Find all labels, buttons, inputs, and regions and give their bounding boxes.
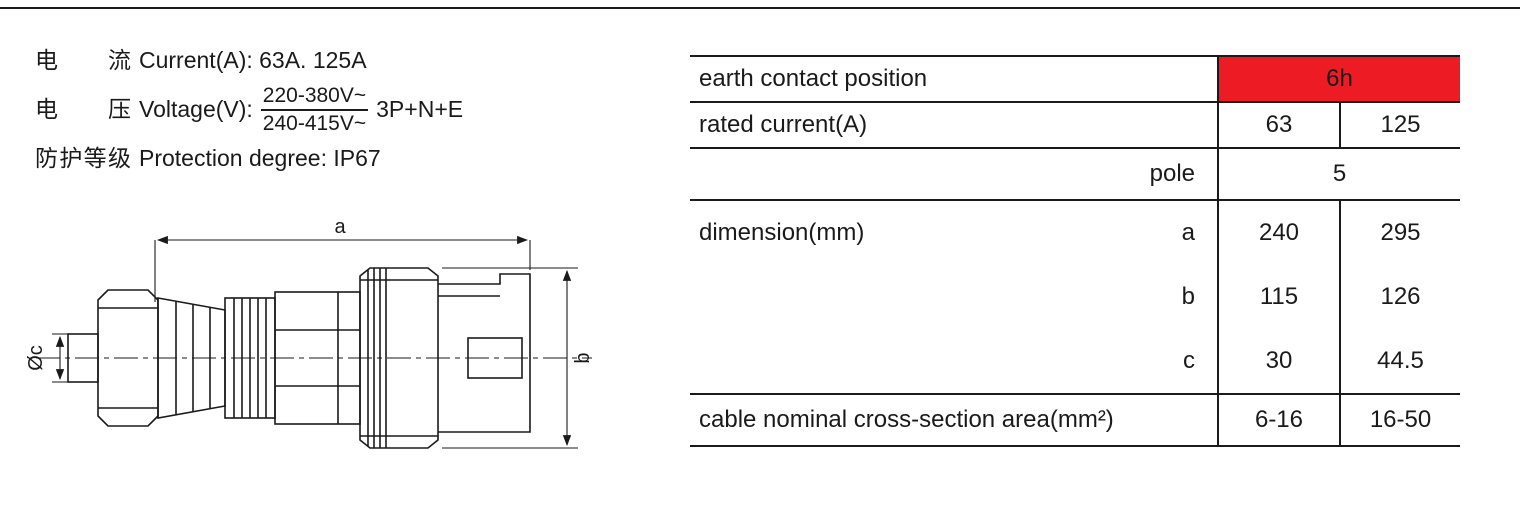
spec-protection: 防护等级 Protection degree: IP67	[35, 144, 463, 174]
row-pole: pole 5	[690, 147, 1461, 200]
spec-list: 电流 Current(A): 63A. 125A 电压 Voltage(V): …	[35, 46, 463, 181]
spec-current-text: Current(A): 63A. 125A	[139, 47, 367, 73]
cable-section-63: 6-16	[1218, 393, 1341, 447]
dim-b-63: 115	[1218, 265, 1341, 329]
spec-voltage-label: Voltage(V):	[139, 96, 253, 123]
dimension-sub-b: b	[1181, 283, 1195, 310]
pole-label: pole	[690, 147, 1219, 200]
dim-a-125: 295	[1340, 199, 1461, 265]
pole-value: 5	[1218, 147, 1461, 200]
spec-protection-cn-label: 防护等级	[35, 145, 131, 172]
spec-voltage-suffix: 3P+N+E	[376, 96, 464, 123]
coupling-ring	[359, 267, 439, 449]
voltage-range-top: 220-380V~	[260, 83, 369, 112]
rated-current-label: rated current(A)	[690, 101, 1219, 148]
spec-protection-text: Protection degree: IP67	[139, 145, 381, 172]
dim-c-63: 30	[1218, 329, 1341, 394]
cable-section-label: cable nominal cross-section area(mm²)	[690, 393, 1219, 447]
row-cable-section: cable nominal cross-section area(mm²) 6-…	[690, 393, 1461, 447]
dimension-lines	[52, 235, 578, 449]
dim-label-b: b	[572, 352, 594, 363]
earth-contact-label: earth contact position	[690, 55, 1219, 102]
spec-current-cn-label: 电流	[35, 47, 131, 73]
spec-voltage: 电压 Voltage(V): 220-380V~ 240-415V~ 3P+N+…	[35, 83, 463, 138]
voltage-fraction: 220-380V~ 240-415V~	[260, 83, 369, 138]
dim-label-c: Øc	[26, 345, 47, 371]
rated-current-63: 63	[1218, 101, 1341, 148]
spec-voltage-cn-label: 电压	[35, 96, 131, 123]
top-divider	[0, 7, 1520, 9]
dimension-sub-c: c	[1183, 347, 1195, 374]
row-earth-contact: earth contact position 6h	[690, 55, 1461, 102]
row-rated-current: rated current(A) 63 125	[690, 101, 1461, 148]
spec-current: 电流 Current(A): 63A. 125A	[35, 46, 463, 76]
dim-b-125: 126	[1380, 283, 1421, 310]
row-dimension-b: b 115 126	[690, 265, 1460, 329]
cable-section-125: 16-50	[1340, 393, 1461, 447]
contact-sleeve	[438, 273, 531, 433]
earth-contact-value: 6h	[1218, 55, 1461, 102]
spec-table: earth contact position 6h rated current(…	[690, 55, 1461, 447]
dimension-label: dimension(mm)	[699, 219, 865, 246]
dim-c-125: 44.5	[1377, 347, 1424, 374]
row-dimension-c: c 30 44.5	[690, 329, 1460, 394]
voltage-range-bottom: 240-415V~	[262, 112, 367, 136]
rated-current-125: 125	[1340, 101, 1461, 148]
dimension-sub-a: a	[1181, 219, 1195, 246]
connector-drawing: a b Øc	[26, 216, 594, 449]
dim-a-63: 240	[1218, 199, 1341, 265]
dim-label-a: a	[334, 216, 346, 238]
row-dimension-a: dimension(mm) a 240 295	[690, 199, 1461, 265]
